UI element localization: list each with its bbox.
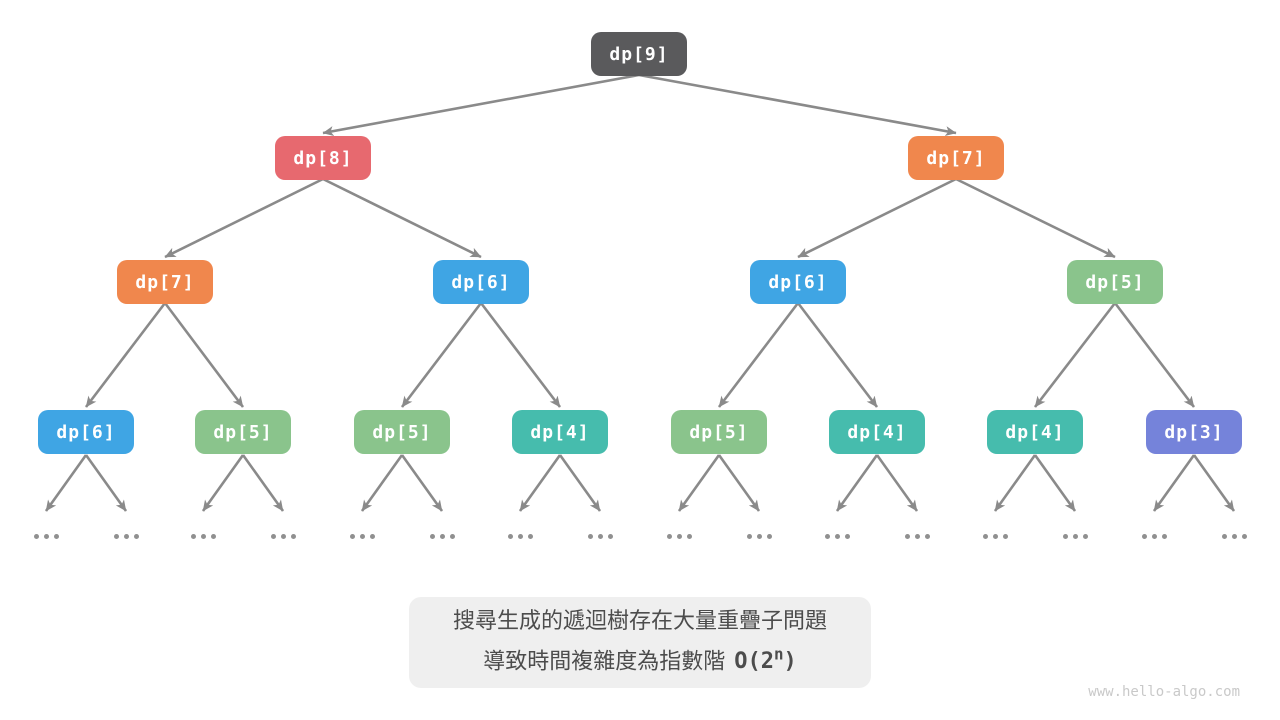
caption-line1: 搜尋生成的遞迴樹存在大量重疊子問題 — [452, 609, 827, 634]
tree-edge — [638, 73, 957, 137]
tree-edge — [993, 454, 1037, 512]
tree-edge — [796, 302, 879, 408]
tree-node-n7r: dp[7] — [908, 136, 1004, 180]
ellipsis — [508, 534, 533, 539]
caption-formula: O(2n) — [734, 645, 797, 675]
watermark: www.hello-algo.com — [1088, 684, 1240, 700]
ellipsis — [983, 534, 1008, 539]
caption-line2-text: 導致時間複雜度為指數階 — [483, 649, 726, 675]
tree-edge — [797, 177, 957, 259]
tree-node-n6a: dp[6] — [433, 260, 529, 304]
ellipsis — [905, 534, 930, 539]
ellipsis — [747, 534, 772, 539]
tree-edge — [835, 454, 879, 512]
ellipsis — [667, 534, 692, 539]
tree-node-n3: dp[3] — [1146, 410, 1242, 454]
tree-edge — [84, 454, 128, 512]
tree-edge — [201, 454, 245, 512]
caption-box: 搜尋生成的遞迴樹存在大量重疊子問題 導致時間複雜度為指數階 O(2n) — [409, 597, 871, 689]
tree-node-n6b: dp[6] — [750, 260, 846, 304]
tree-node-n5d: dp[5] — [671, 410, 767, 454]
tree-edge — [717, 454, 761, 512]
tree-edge — [163, 302, 245, 408]
tree-node-n8: dp[8] — [275, 136, 371, 180]
tree-edge — [479, 302, 562, 408]
ellipsis — [825, 534, 850, 539]
formula-close: ) — [783, 649, 797, 675]
caption-line2: 導致時間複雜度為指數階 O(2n) — [409, 638, 871, 678]
tree-edge — [322, 177, 482, 259]
tree-edge — [1033, 302, 1117, 408]
tree-edge — [84, 302, 167, 408]
tree-node-n6c: dp[6] — [38, 410, 134, 454]
ellipsis — [1142, 534, 1167, 539]
ellipsis — [1222, 534, 1247, 539]
ellipsis — [271, 534, 296, 539]
tree-edge — [360, 454, 404, 512]
tree-edge — [164, 177, 324, 259]
tree-node-n9: dp[9] — [591, 32, 687, 76]
tree-edge — [322, 73, 640, 137]
tree-edge — [1152, 454, 1196, 512]
formula-base: O(2 — [734, 649, 774, 675]
tree-edge — [400, 454, 444, 512]
tree-edge — [558, 454, 602, 512]
ellipsis — [191, 534, 216, 539]
tree-node-n4a: dp[4] — [512, 410, 608, 454]
ellipsis — [1063, 534, 1088, 539]
ellipsis — [114, 534, 139, 539]
ellipsis — [34, 534, 59, 539]
tree-edge — [1113, 302, 1196, 408]
tree-node-n7l: dp[7] — [117, 260, 213, 304]
tree-edge — [955, 177, 1116, 259]
tree-edge — [1192, 454, 1236, 512]
tree-edge — [44, 454, 88, 512]
tree-edge — [518, 454, 562, 512]
tree-node-n5c: dp[5] — [354, 410, 450, 454]
formula-exponent: n — [773, 645, 784, 664]
ellipsis — [350, 534, 375, 539]
tree-edge — [677, 454, 721, 512]
tree-node-n5b: dp[5] — [195, 410, 291, 454]
ellipsis — [430, 534, 455, 539]
tree-edge — [717, 302, 800, 408]
tree-edge — [241, 454, 285, 512]
tree-edge — [400, 302, 483, 408]
tree-edge — [875, 454, 919, 512]
tree-node-n4c: dp[4] — [987, 410, 1083, 454]
tree-node-n4b: dp[4] — [829, 410, 925, 454]
ellipsis — [588, 534, 613, 539]
tree-node-n5a: dp[5] — [1067, 260, 1163, 304]
tree-edge — [1033, 454, 1077, 512]
